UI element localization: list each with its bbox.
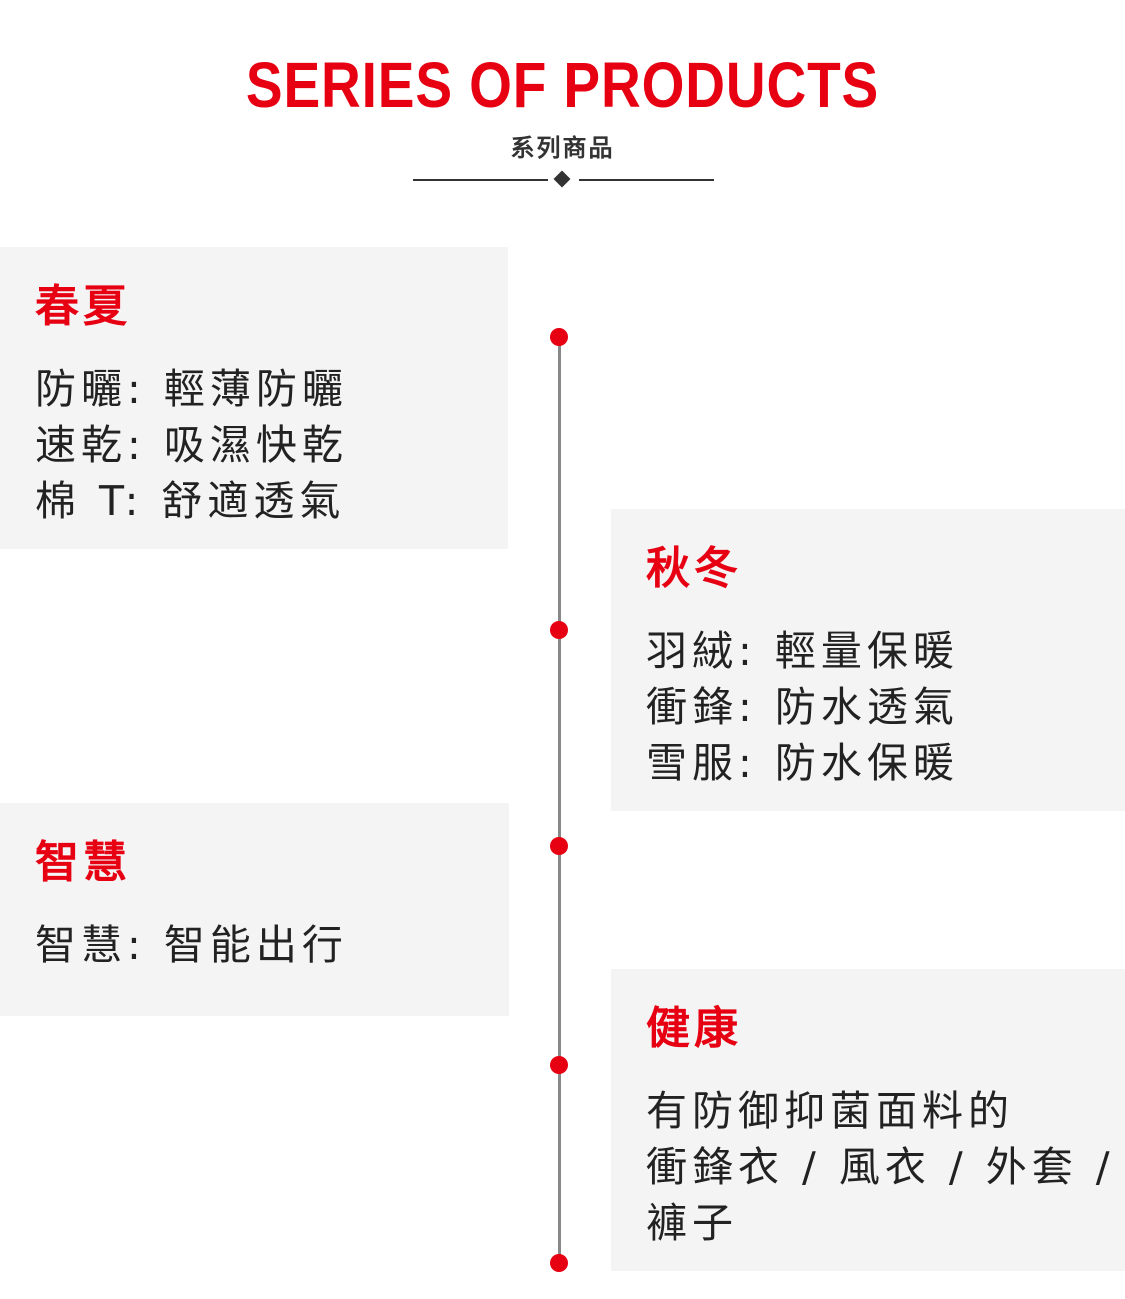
page-subtitle: 系列商品 — [510, 134, 615, 162]
section-heading: 智慧 — [35, 837, 131, 888]
page-title: SERIES OF PRODUCTS — [245, 49, 880, 121]
feature-line: 智慧: 智能出行 — [35, 921, 348, 969]
feature-line: 衝鋒: 防水透氣 — [646, 683, 959, 731]
timeline-dot — [550, 621, 568, 639]
section-autumn-winter: 秋冬 羽絨: 輕量保暖 衝鋒: 防水透氣 雪服: 防水保暖 — [611, 509, 1125, 811]
feature-line: 有防御抑菌面料的 — [646, 1087, 1014, 1135]
title-divider — [413, 170, 714, 188]
timeline-dot — [550, 1056, 568, 1074]
section-body: 有防御抑菌面料的 衝鋒衣 / 風衣 / 外套 / 褲子 — [646, 1083, 1115, 1251]
feature-line: 衝鋒衣 / 風衣 / 外套 / — [646, 1143, 1115, 1191]
diamond-icon — [553, 170, 571, 188]
divider-line-right — [579, 179, 714, 181]
section-health: 健康 有防御抑菌面料的 衝鋒衣 / 風衣 / 外套 / 褲子 — [611, 969, 1125, 1271]
section-spring-summer: 春夏 防曬: 輕薄防曬 速乾: 吸濕快乾 棉 T: 舒適透氣 — [0, 247, 508, 549]
timeline-line — [558, 337, 561, 1263]
timeline-dot — [550, 837, 568, 855]
timeline-dot — [550, 1254, 568, 1272]
feature-line: 羽絨: 輕量保暖 — [646, 627, 959, 675]
feature-line: 棉 T: 舒適透氣 — [35, 477, 346, 525]
section-heading: 秋冬 — [646, 543, 742, 594]
feature-line: 速乾: 吸濕快乾 — [35, 421, 348, 469]
section-body: 羽絨: 輕量保暖 衝鋒: 防水透氣 雪服: 防水保暖 — [646, 623, 959, 791]
section-heading: 春夏 — [35, 281, 131, 332]
feature-line: 褲子 — [646, 1199, 738, 1247]
section-body: 防曬: 輕薄防曬 速乾: 吸濕快乾 棉 T: 舒適透氣 — [35, 361, 348, 529]
divider-line-left — [413, 179, 548, 181]
feature-line: 雪服: 防水保暖 — [646, 739, 959, 787]
timeline-dot — [550, 328, 568, 346]
section-smart: 智慧 智慧: 智能出行 — [0, 803, 509, 1016]
section-body: 智慧: 智能出行 — [35, 917, 348, 973]
section-heading: 健康 — [646, 1003, 742, 1054]
feature-line: 防曬: 輕薄防曬 — [35, 365, 348, 413]
